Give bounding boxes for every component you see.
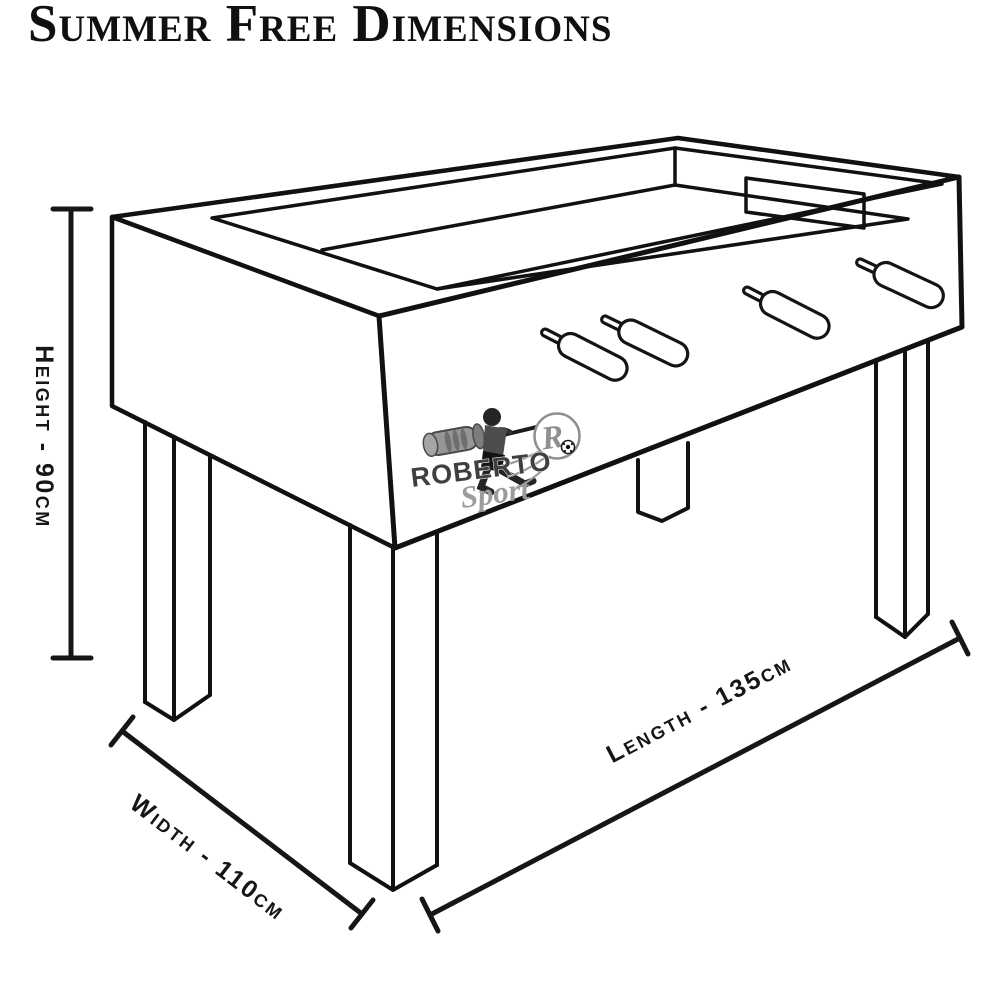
playfield-rim — [210, 146, 944, 291]
width-dimension: Width - 110cm — [108, 714, 376, 931]
roberto-sport-logo: R ROBERTO Sport — [409, 408, 581, 515]
rod-handle — [742, 285, 831, 340]
length-dimension: Length - 135cm — [419, 619, 971, 934]
width-end-tick — [348, 897, 376, 931]
page-title: Summer Free Dimensions — [28, 0, 612, 54]
length-end-tick — [949, 619, 971, 657]
brand-badge: R — [533, 412, 581, 460]
foosball-player-icon — [476, 408, 537, 496]
rod-handle — [540, 327, 629, 382]
soccer-ball-icon — [560, 439, 576, 455]
height-dimension-label: Height - 90cm — [30, 345, 58, 529]
brand-monogram: R — [538, 419, 566, 458]
rod-handles — [540, 257, 945, 382]
front-left-leg — [348, 523, 439, 892]
rear-left-leg — [143, 420, 212, 722]
table-legs — [143, 338, 930, 892]
length-end-tick — [419, 896, 441, 934]
page-title-text: Summer Free Dimensions — [28, 0, 613, 53]
width-dimension-line — [119, 728, 365, 917]
goal-area — [744, 176, 866, 230]
width-end-tick — [108, 714, 136, 748]
rod-handle — [855, 257, 945, 310]
rear-center-leg — [636, 441, 690, 523]
foosball-handle-icon — [422, 423, 486, 457]
length-dimension-line — [427, 635, 963, 918]
width-dimension-label: Width - 110cm — [125, 789, 292, 926]
speed-lines — [498, 450, 551, 489]
rod-handle — [600, 314, 690, 368]
table-cabinet — [109, 135, 965, 551]
front-right-leg — [874, 338, 930, 639]
playfield-floor — [320, 183, 910, 291]
length-dimension-label: Length - 135cm — [602, 649, 797, 769]
height-dimension: Height - 90cm — [30, 206, 94, 661]
